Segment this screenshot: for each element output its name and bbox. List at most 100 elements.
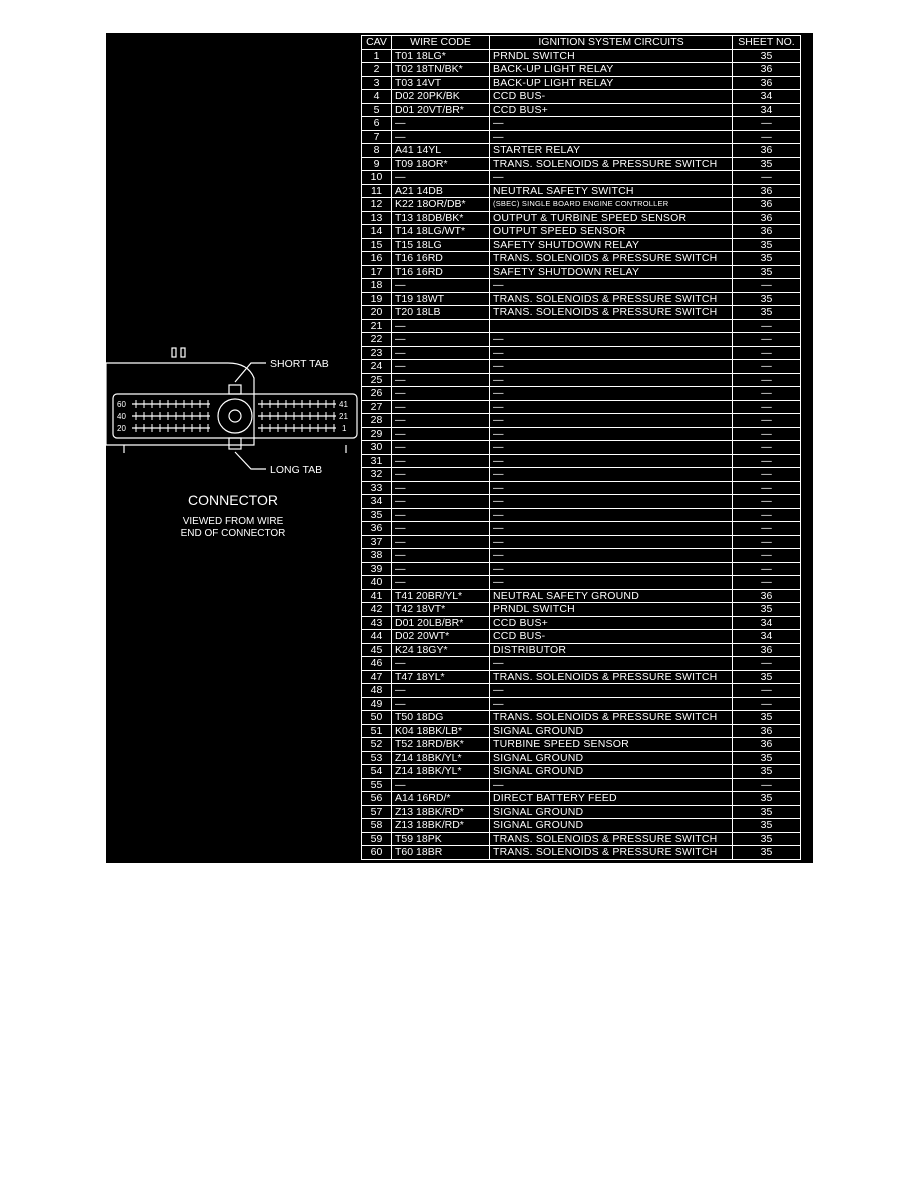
cell-cav: 37 [361,534,392,549]
cell-wire-code: — [391,575,490,590]
cell-sheet-no: 36 [732,723,801,738]
short-tab [228,384,242,395]
cell-sheet-no: 34 [732,629,801,644]
cell-cav: 29 [361,426,392,441]
cell-sheet-no: — [732,116,801,131]
cell-cav: 38 [361,548,392,563]
cell-wire-code: Z13 18BK/RD* [391,804,490,819]
cell-wire-code: — [391,480,490,495]
cell-circuit: TURBINE SPEED SENSOR [489,737,733,752]
cell-circuit: SIGNAL GROUND [489,750,733,765]
cell-wire-code: T16 16RD [391,264,490,279]
cell-sheet-no: 36 [732,143,801,158]
cell-cav: 50 [361,710,392,725]
cell-sheet-no: — [732,507,801,522]
cell-sheet-no: — [732,696,801,711]
cell-circuit: CCD BUS+ [489,102,733,117]
cell-cav: 22 [361,332,392,347]
cell-sheet-no: — [732,359,801,374]
cell-cav: 6 [361,116,392,131]
cell-cav: 53 [361,750,392,765]
cell-circuit: DIRECT BATTERY FEED [489,791,733,806]
cell-circuit: — [489,399,733,414]
cell-wire-code: T52 18RD/BK* [391,737,490,752]
cell-sheet-no: 35 [732,791,801,806]
cell-cav: 24 [361,359,392,374]
cell-sheet-no: — [732,534,801,549]
cell-sheet-no: 36 [732,197,801,212]
connector-title: CONNECTOR [188,492,278,508]
cell-wire-code: K04 18BK/LB* [391,723,490,738]
cell-wire-code: T14 18LG/WT* [391,224,490,239]
cell-wire-code: — [391,129,490,144]
cell-wire-code: A14 16RD/* [391,791,490,806]
cell-circuit: STARTER RELAY [489,143,733,158]
cell-wire-code: — [391,116,490,131]
cell-cav: 16 [361,251,392,266]
cell-sheet-no: 35 [732,251,801,266]
cell-wire-code: T03 14VT [391,75,490,90]
cell-cav: 32 [361,467,392,482]
cell-wire-code: D01 20VT/BR* [391,102,490,117]
cell-sheet-no: 35 [732,156,801,171]
cell-cav: 47 [361,669,392,684]
cell-cav: 10 [361,170,392,185]
cell-sheet-no: — [732,656,801,671]
cell-wire-code: — [391,440,490,455]
cell-cav: 57 [361,804,392,819]
cell-cav: 54 [361,764,392,779]
cell-cav: 60 [361,845,392,860]
cell-sheet-no: 36 [732,588,801,603]
cell-circuit: — [489,494,733,509]
cell-wire-code: — [391,426,490,441]
cell-circuit: BACK-UP LIGHT RELAY [489,75,733,90]
cell-wire-code: Z14 18BK/YL* [391,750,490,765]
table-row: 36——— [361,521,801,536]
cell-cav: 48 [361,683,392,698]
cell-sheet-no: 35 [732,845,801,860]
pin-label-21: 21 [339,412,348,421]
cell-cav: 7 [361,129,392,144]
connector-caption-line2: END OF CONNECTOR [181,528,286,539]
cell-circuit: SAFETY SHUTDOWN RELAY [489,264,733,279]
cell-wire-code: — [391,413,490,428]
cell-wire-code: — [391,359,490,374]
wiring-table: CAV WIRE CODE IGNITION SYSTEM CIRCUITS S… [361,35,801,860]
long-tab-leader [234,451,266,470]
cell-cav: 17 [361,264,392,279]
cell-sheet-no: — [732,318,801,333]
table-row: 6——— [361,116,801,131]
header-sheet-no: SHEET NO. [732,35,801,50]
cell-cav: 35 [361,507,392,522]
cell-cav: 20 [361,305,392,320]
cell-circuit: (SBEC) SINGLE BOARD ENGINE CONTROLLER [489,197,733,212]
cell-wire-code: — [391,683,490,698]
cell-sheet-no: 35 [732,750,801,765]
cell-circuit: — [489,521,733,536]
cell-wire-code: — [391,332,490,347]
cell-sheet-no: 35 [732,804,801,819]
table-row: 33——— [361,480,801,495]
table-row: 21—— [361,318,801,333]
pin-label-1: 1 [342,424,347,433]
cell-cav: 9 [361,156,392,171]
table-row: 27——— [361,399,801,414]
cell-circuit: SIGNAL GROUND [489,764,733,779]
cell-circuit: CCD BUS+ [489,615,733,630]
table-row: 29——— [361,426,801,441]
cell-circuit: SAFETY SHUTDOWN RELAY [489,237,733,252]
cell-cav: 34 [361,494,392,509]
cell-circuit: — [489,575,733,590]
cell-circuit: — [489,332,733,347]
cell-sheet-no: — [732,399,801,414]
cell-wire-code: T19 18WT [391,291,490,306]
cell-sheet-no: — [732,453,801,468]
table-row: 7——— [361,129,801,144]
